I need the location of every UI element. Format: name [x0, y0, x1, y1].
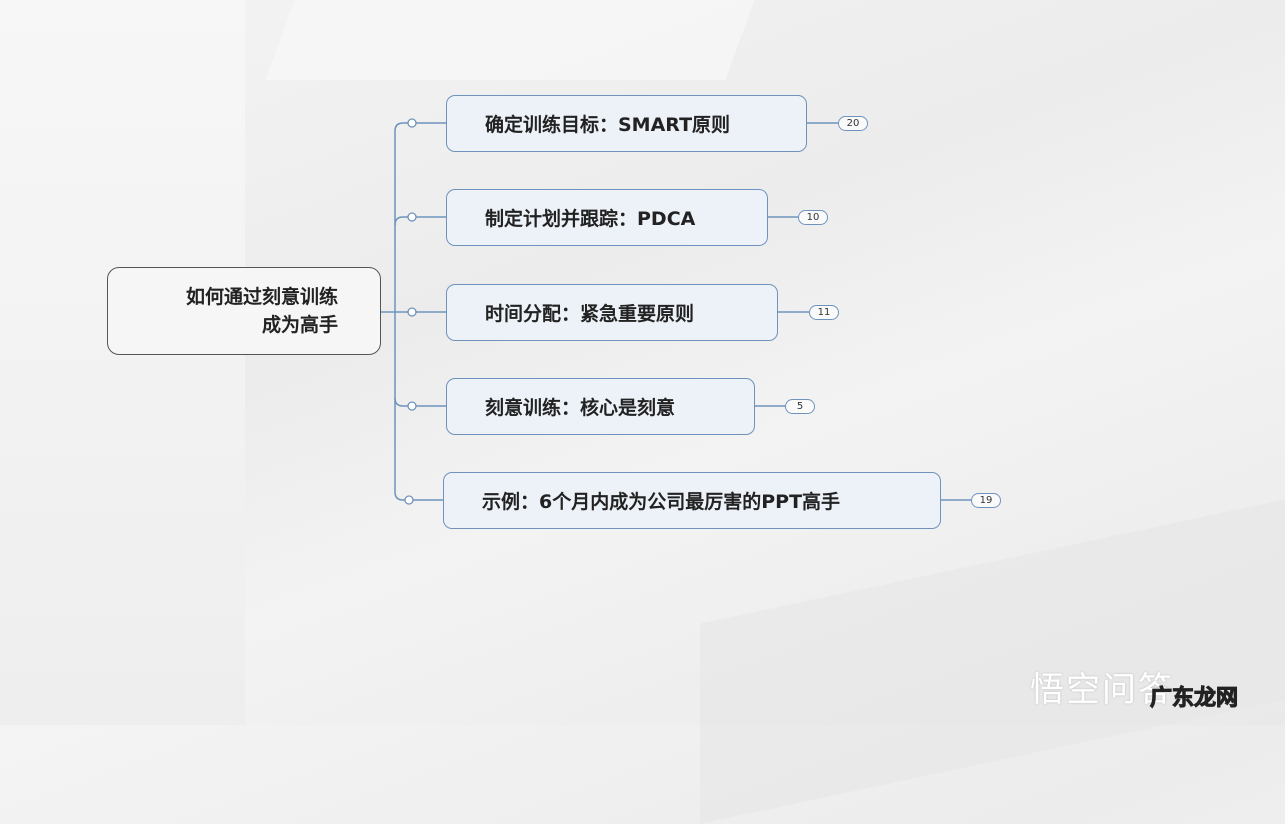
subtopic-count-badge[interactable]: 5 [785, 399, 815, 414]
branch-topic[interactable]: 刻意训练：核心是刻意 [446, 378, 755, 435]
subtopic-count-badge[interactable]: 11 [809, 305, 839, 320]
watermark-site: 广东龙网 [1149, 686, 1239, 712]
branch-topic[interactable]: 确定训练目标：SMART原则 [446, 95, 807, 152]
node-handle [407, 212, 417, 222]
root-topic-line1: 如何通过刻意训练 [185, 286, 338, 308]
branch-topic[interactable]: 时间分配：紧急重要原则 [446, 284, 778, 341]
branch-topic[interactable]: 示例：6个月内成为公司最厉害的PPT高手 [443, 472, 941, 529]
root-topic-line2: 成为高手 [261, 314, 338, 336]
connector-lines [381, 118, 971, 505]
subtopic-count-badge[interactable]: 20 [838, 116, 868, 131]
node-handle [407, 401, 417, 411]
subtopic-count-badge[interactable]: 19 [971, 493, 1001, 508]
branch-topic[interactable]: 制定计划并跟踪：PDCA [446, 189, 768, 246]
node-handle [407, 118, 417, 128]
root-topic[interactable]: 如何通过刻意训练 成为高手 [107, 267, 381, 355]
node-handle [404, 495, 414, 505]
watermark-logo: 悟空问答 [1030, 670, 1174, 710]
node-handle [407, 307, 417, 317]
subtopic-count-badge[interactable]: 10 [798, 210, 828, 225]
background-panel [0, 0, 245, 725]
